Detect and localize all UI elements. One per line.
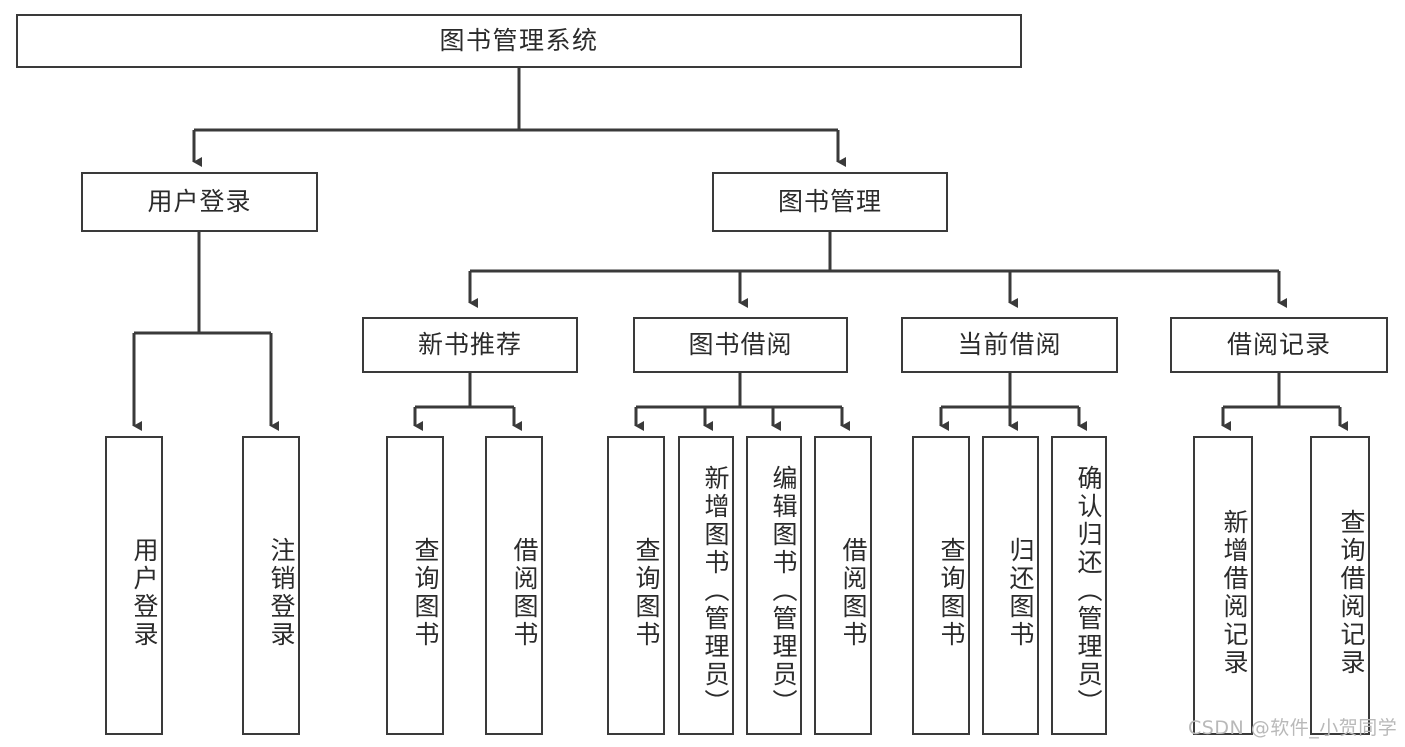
- node-root-system[interactable]: 图书管理系统: [16, 14, 1022, 68]
- node-label: 借阅图书: [839, 536, 868, 649]
- node-book-management[interactable]: 图书管理: [712, 172, 948, 232]
- leaf-borrow-record-add-record[interactable]: 新增借阅记录: [1193, 436, 1253, 735]
- leaf-book-borrow-edit-book-admin[interactable]: 编辑图书（管理员）: [746, 436, 802, 735]
- node-label: 用户登录: [147, 187, 252, 217]
- node-label: 借阅图书: [510, 536, 539, 649]
- leaf-book-borrow-query-book[interactable]: 查询图书: [607, 436, 665, 735]
- node-label: 查询借阅记录: [1337, 508, 1366, 677]
- node-label: 编辑图书（管理员）: [769, 464, 798, 717]
- node-label: 新书推荐: [417, 330, 522, 360]
- leaf-new-book-query-book[interactable]: 查询图书: [386, 436, 444, 735]
- node-label: 借阅记录: [1226, 330, 1331, 360]
- node-label: 注销登录: [267, 536, 296, 649]
- node-label: 图书管理系统: [439, 26, 599, 56]
- node-label: 当前借阅: [957, 330, 1062, 360]
- node-label: 归还图书: [1006, 536, 1035, 649]
- node-label: 查询图书: [937, 536, 966, 649]
- node-label: 确认归还（管理员）: [1074, 464, 1103, 717]
- leaf-book-borrow-add-book-admin[interactable]: 新增图书（管理员）: [678, 436, 734, 735]
- leaf-book-borrow-borrow-book[interactable]: 借阅图书: [814, 436, 872, 735]
- leaf-borrow-record-query-record[interactable]: 查询借阅记录: [1310, 436, 1370, 735]
- leaf-current-borrow-return-book[interactable]: 归还图书: [982, 436, 1039, 735]
- node-new-book-recommend[interactable]: 新书推荐: [362, 317, 578, 373]
- leaf-user-login-logout[interactable]: 注销登录: [242, 436, 300, 735]
- node-label: 新增借阅记录: [1220, 508, 1249, 677]
- node-label: 查询图书: [411, 536, 440, 649]
- node-current-borrow[interactable]: 当前借阅: [901, 317, 1118, 373]
- leaf-current-borrow-query-book[interactable]: 查询图书: [912, 436, 970, 735]
- leaf-user-login-login[interactable]: 用户登录: [105, 436, 163, 735]
- node-borrow-record[interactable]: 借阅记录: [1170, 317, 1388, 373]
- csdn-watermark: CSDN @软件_小贺同学: [1188, 717, 1398, 739]
- node-label: 新增图书（管理员）: [701, 464, 730, 717]
- leaf-current-borrow-confirm-return-admin[interactable]: 确认归还（管理员）: [1051, 436, 1107, 735]
- node-label: 图书借阅: [688, 330, 793, 360]
- leaf-new-book-borrow-book[interactable]: 借阅图书: [485, 436, 543, 735]
- node-label: 用户登录: [130, 536, 159, 649]
- node-label: 查询图书: [632, 536, 661, 649]
- node-label: 图书管理: [777, 187, 882, 217]
- node-user-login[interactable]: 用户登录: [81, 172, 318, 232]
- node-book-borrow[interactable]: 图书借阅: [633, 317, 848, 373]
